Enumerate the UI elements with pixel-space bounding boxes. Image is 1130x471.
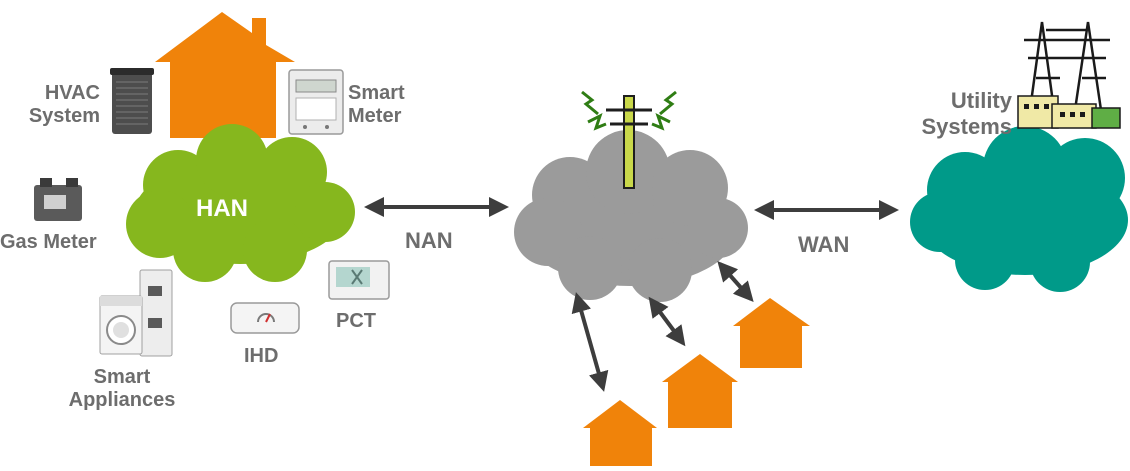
- gas-meter-icon: [34, 178, 82, 221]
- house-icon: [583, 400, 657, 466]
- nan-house-arrow: [648, 296, 686, 347]
- wan-cloud: [910, 126, 1128, 292]
- pct-thermostat-icon: [328, 260, 390, 300]
- han-cloud: [126, 124, 355, 282]
- house-icon: [733, 298, 810, 368]
- pct-label: PCT: [336, 310, 376, 332]
- smart-meter-icon: [288, 69, 344, 135]
- gas-meter-label: Gas Meter: [0, 231, 97, 253]
- ihd-display-icon: [230, 302, 300, 334]
- utility-systems-icon: [1017, 21, 1121, 129]
- nan-house-arrow: [571, 292, 609, 392]
- wan-label: WAN: [798, 232, 850, 257]
- smart-meter-label: Smart Meter: [348, 82, 405, 127]
- home-house-icon: [155, 12, 295, 138]
- nan-house-arrow: [717, 261, 754, 302]
- utility-systems-label: Utility Systems: [921, 88, 1012, 139]
- hvac-label: HVAC System: [28, 82, 100, 127]
- house-icon: [662, 354, 738, 428]
- nan-label: NAN: [405, 228, 453, 253]
- smart-appliances-icon: [99, 269, 173, 357]
- ihd-label: IHD: [244, 345, 279, 367]
- han-label: HAN: [196, 195, 248, 222]
- utility-pole-icon: [581, 90, 677, 189]
- hvac-unit-icon: [110, 68, 154, 134]
- smart-appliances-label: Smart Appliances: [68, 366, 176, 411]
